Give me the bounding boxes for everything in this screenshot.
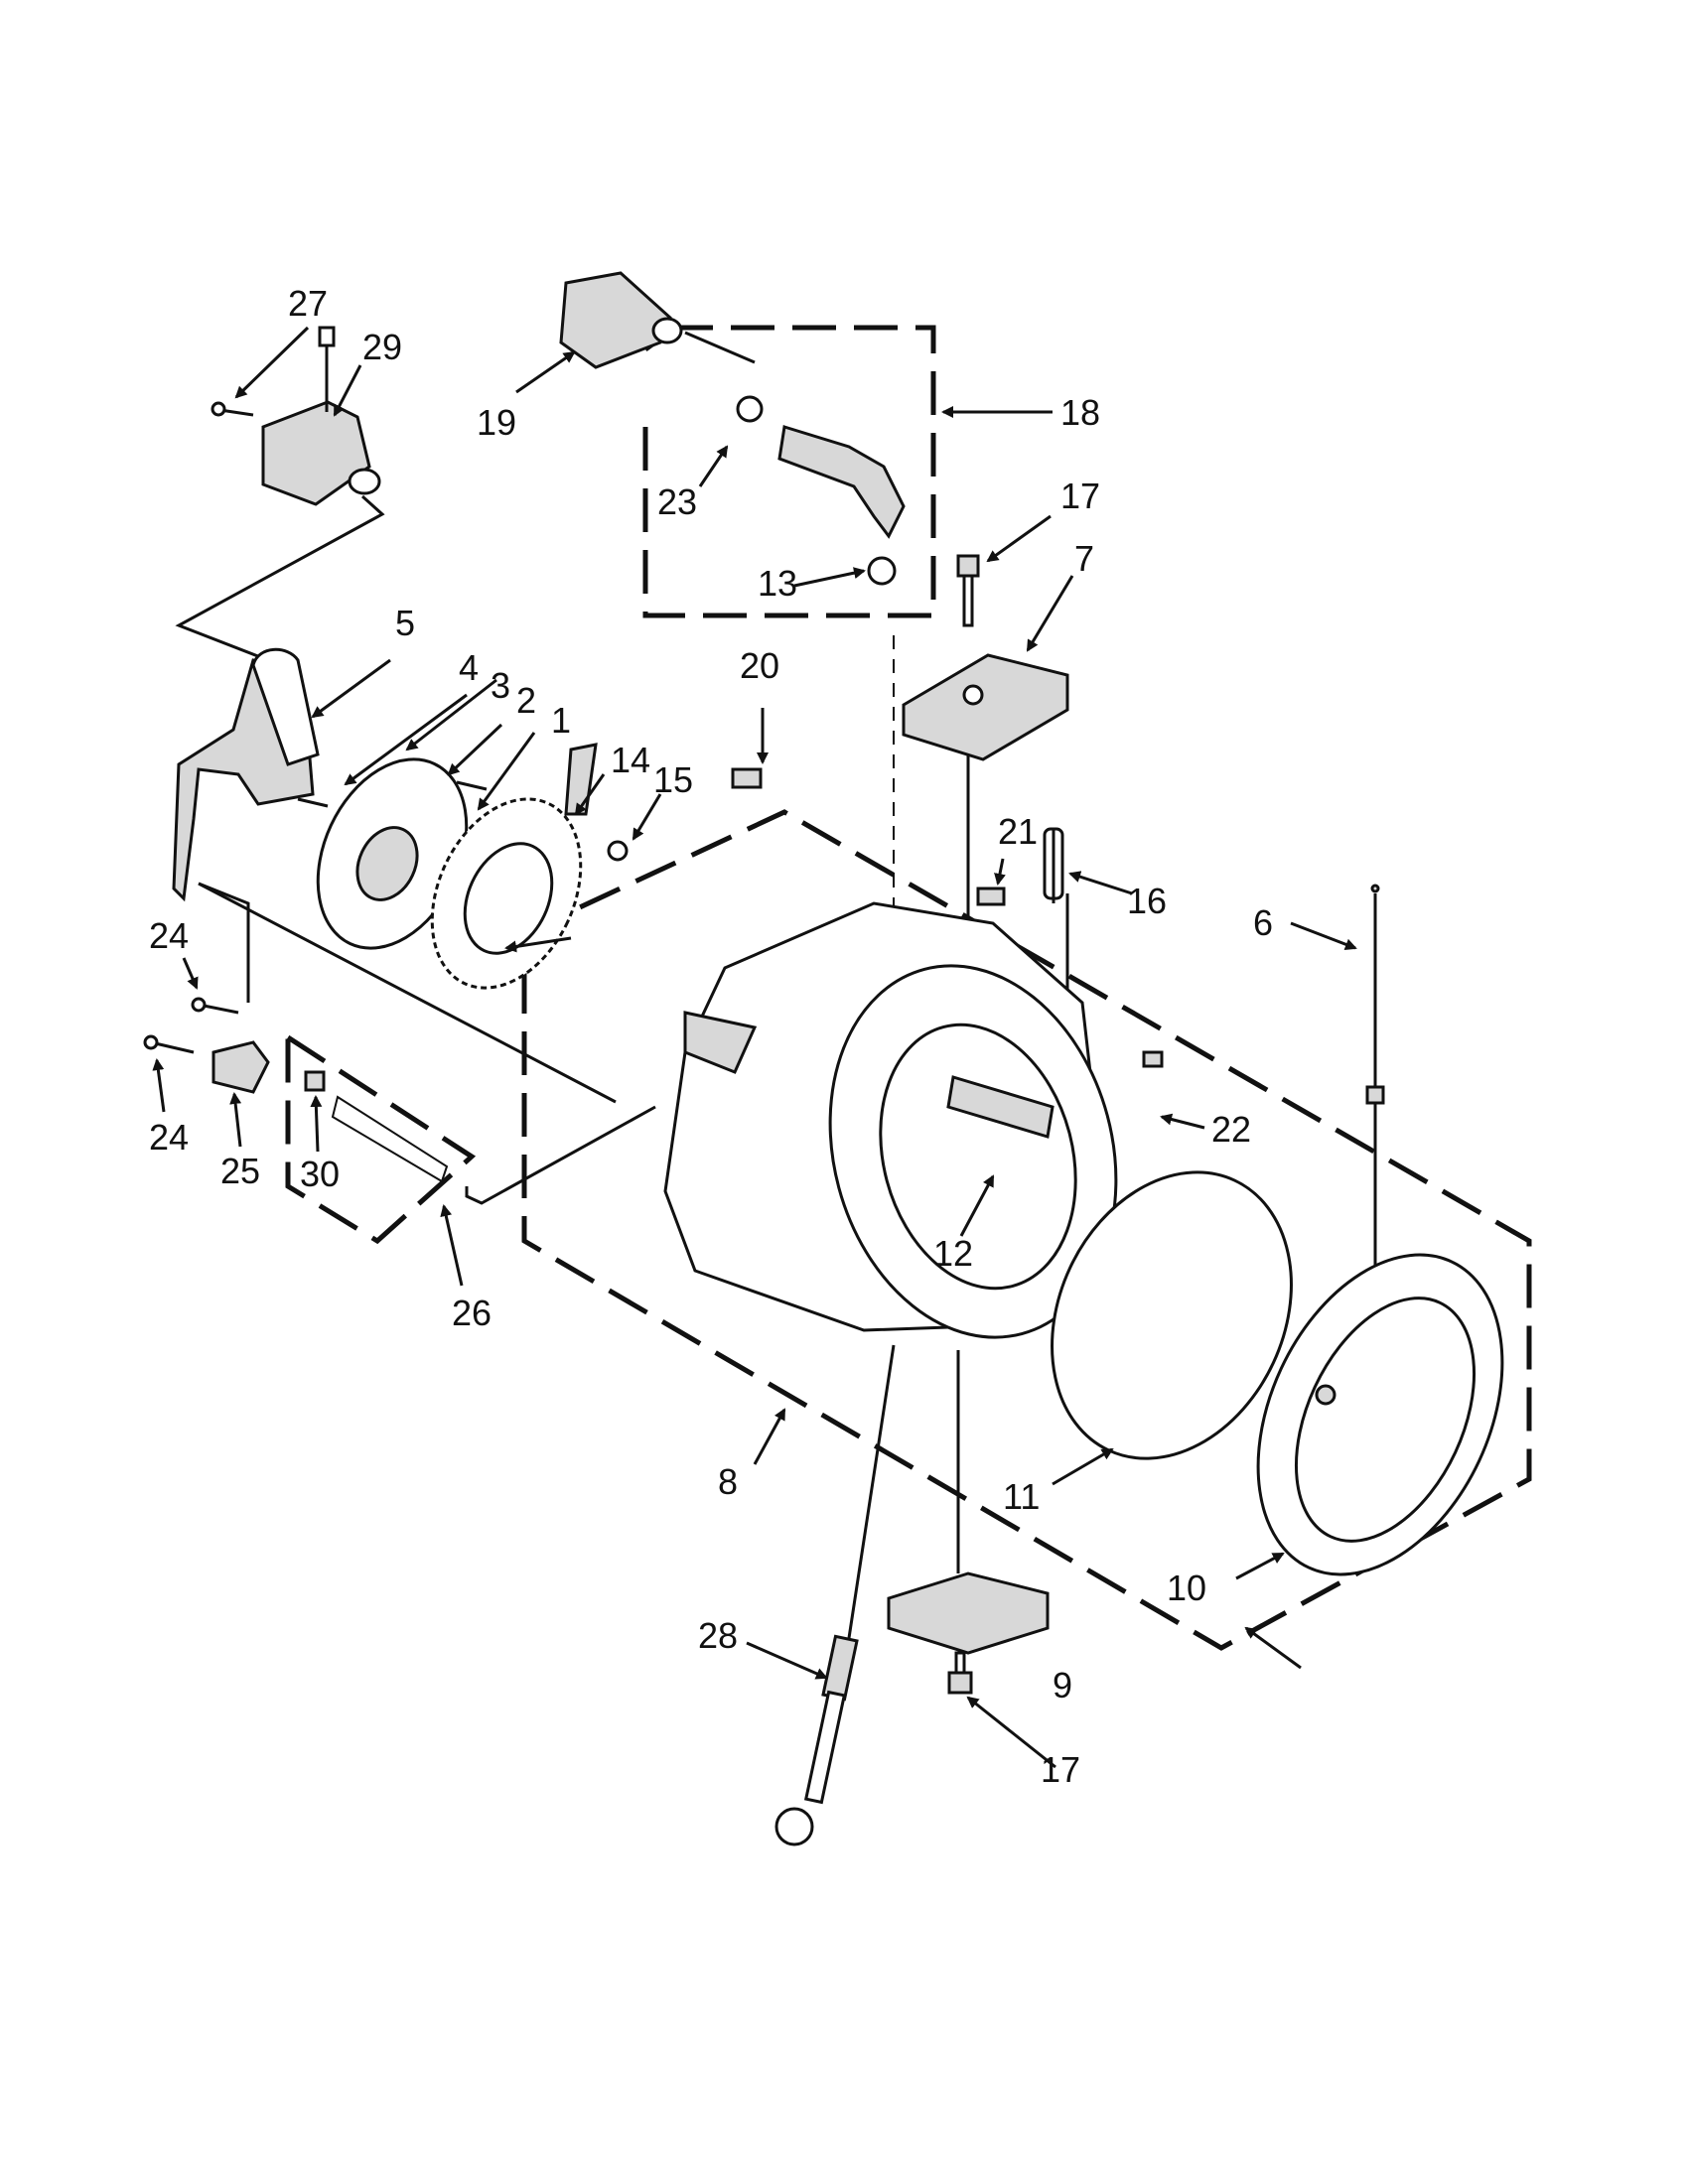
callout-10: 10: [1167, 1568, 1206, 1608]
leader-arrows: [152, 326, 1357, 1769]
callout-30: 30: [300, 1154, 340, 1194]
callout-21: 21: [998, 811, 1038, 852]
callout-20: 20: [740, 645, 779, 686]
damper-top-part: [902, 653, 1069, 761]
heater-part: [304, 1070, 449, 1183]
callout-labels: 1 2 3 4 5 6 7 8 9 10 11 12 13 14 15 16 1…: [149, 283, 1273, 1790]
callout-11: 11: [1003, 1476, 1040, 1517]
callout-12: 12: [933, 1233, 973, 1274]
callout-19: 19: [477, 402, 516, 443]
group-18-dashed-box: [642, 325, 936, 618]
callout-18: 18: [1060, 392, 1100, 433]
damper-bottom-part: [887, 1571, 1050, 1655]
callout-3: 3: [491, 665, 510, 706]
callout-24-bottom: 24: [149, 1117, 189, 1158]
bolt-bottom-part: [947, 1651, 973, 1695]
callout-4: 4: [459, 647, 479, 688]
bolt-top-part: [956, 554, 980, 627]
callout-5: 5: [395, 603, 415, 643]
callout-6: 6: [1253, 902, 1273, 943]
connector-lines: [175, 331, 1377, 1639]
screws-part: [143, 997, 239, 1054]
clip-part: [731, 767, 763, 789]
callout-22: 22: [1211, 1109, 1251, 1150]
callout-29: 29: [362, 327, 402, 367]
callout-14: 14: [611, 740, 650, 780]
callout-8: 8: [718, 1461, 738, 1502]
shock-absorber-part: [774, 1634, 859, 1846]
callout-24-top: 24: [149, 915, 189, 956]
clip-22-part: [1142, 1050, 1164, 1068]
callout-23: 23: [657, 481, 697, 522]
rod-part: [1365, 884, 1385, 1105]
callout-15: 15: [653, 759, 693, 800]
callout-9: 9: [1053, 1665, 1072, 1706]
front-ring-part: [1256, 1253, 1504, 1576]
callout-17-top: 17: [1060, 476, 1100, 516]
callout-7: 7: [1074, 538, 1094, 579]
callout-1: 1: [551, 700, 571, 741]
rotor-part: [430, 797, 583, 990]
callout-25: 25: [220, 1151, 260, 1191]
inlet-hose-part: [559, 271, 683, 369]
heater-bracket-part: [211, 1040, 270, 1094]
tub-part: [663, 901, 1118, 1339]
callout-26: 26: [452, 1293, 492, 1333]
callout-2: 2: [516, 680, 536, 721]
callout-16: 16: [1127, 881, 1167, 921]
group-8-dashed-box: [521, 809, 1532, 1651]
tub-hose-part: [172, 647, 320, 902]
callout-27: 27: [288, 283, 328, 324]
callout-13: 13: [758, 563, 797, 604]
callout-17-bottom: 17: [1041, 1749, 1080, 1790]
pump-assembly-part: [211, 326, 381, 506]
group-26-dashed-box: [285, 1034, 477, 1245]
drain-hose-part: [736, 395, 906, 586]
callout-28: 28: [698, 1615, 738, 1656]
spring-part: [1043, 827, 1064, 903]
clip-21-part: [976, 887, 1006, 906]
